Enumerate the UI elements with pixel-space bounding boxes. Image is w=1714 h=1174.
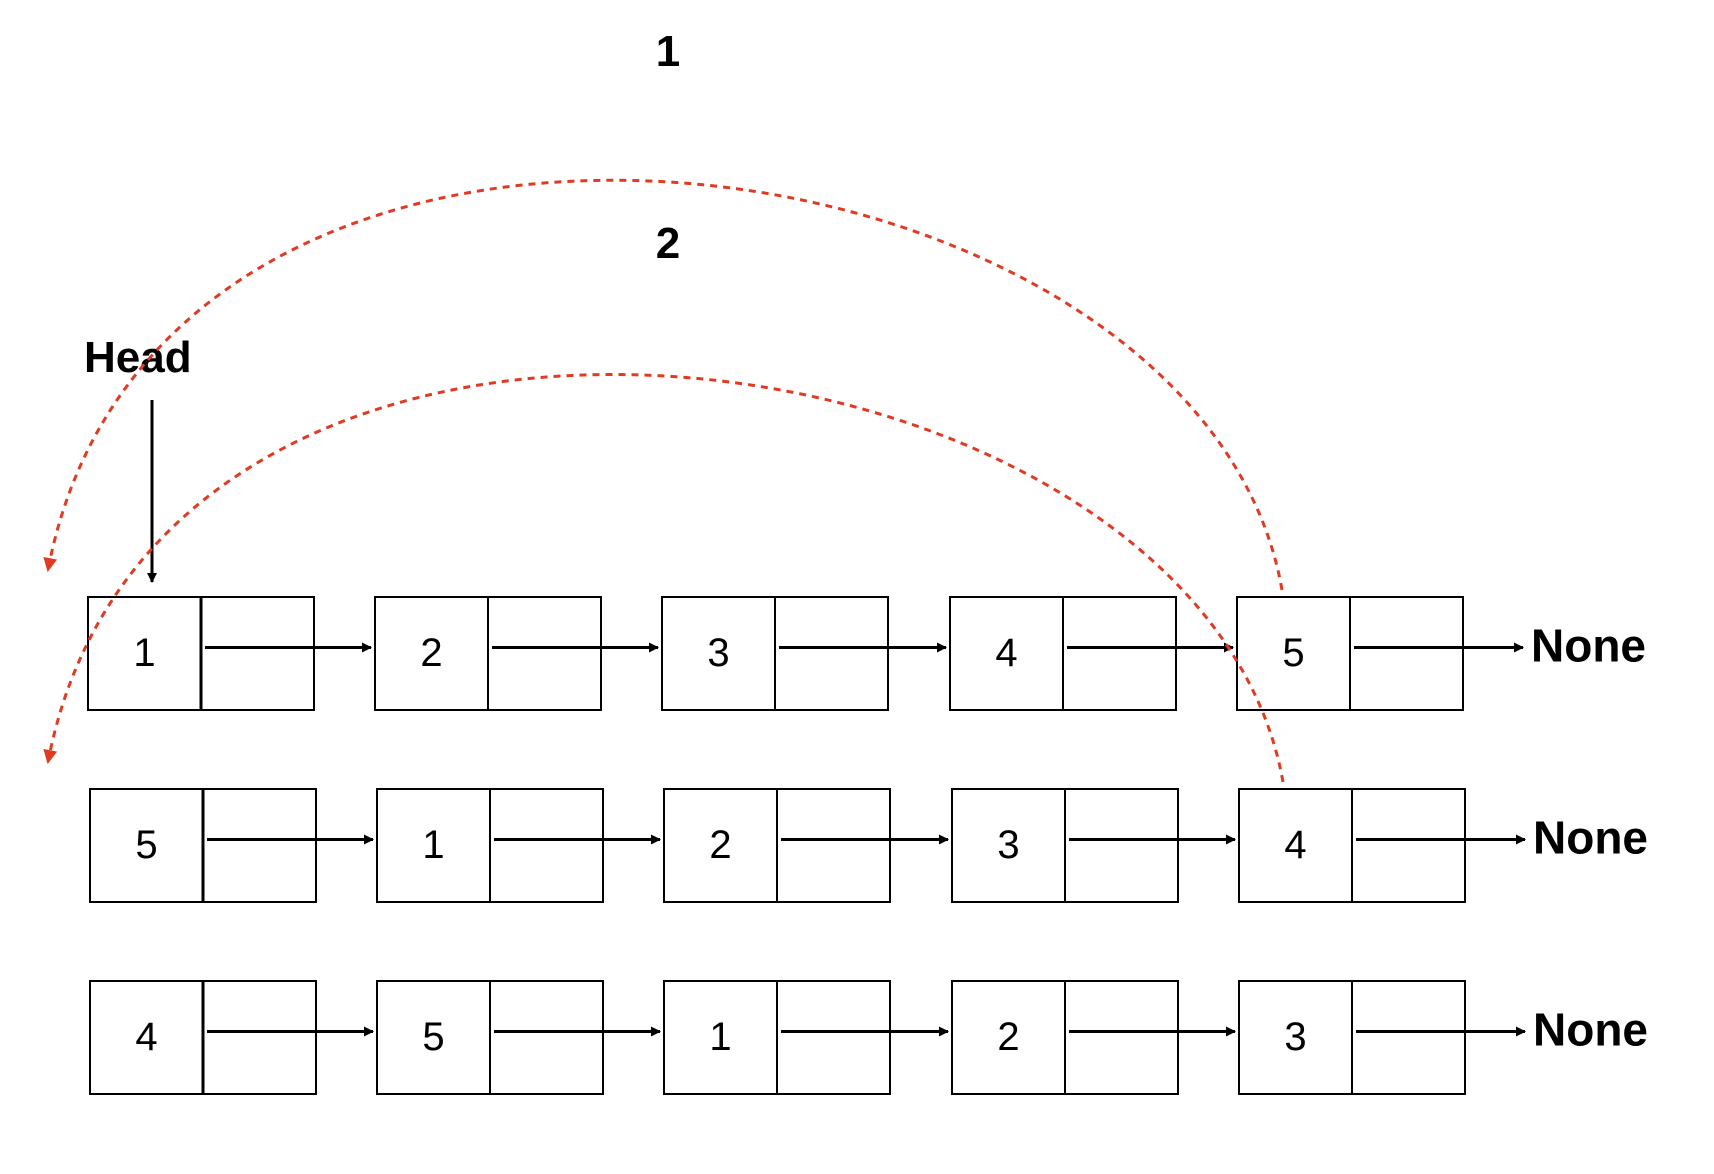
rotation-step-1-label: 1 — [656, 27, 680, 76]
node-value: 3 — [1284, 1015, 1306, 1059]
list-node: 5 — [376, 980, 604, 1095]
list-node: 2 — [663, 788, 891, 903]
node-value: 1 — [422, 823, 444, 867]
node-value: 1 — [709, 1015, 731, 1059]
list-node: 1 — [663, 980, 891, 1095]
node-value: 2 — [420, 631, 442, 675]
rotation-step-2-arc — [43, 373, 1285, 783]
node-value: 5 — [1282, 631, 1304, 675]
node-value: 2 — [709, 823, 731, 867]
list-row: 4 5 1 2 3 None — [89, 980, 1648, 1095]
node-value: 3 — [997, 823, 1019, 867]
node-value: 3 — [707, 631, 729, 675]
list-node: 4 — [1238, 788, 1466, 903]
none-terminator-label: None — [1533, 812, 1648, 864]
list-node: 3 — [1238, 980, 1466, 1095]
list-node: 2 — [374, 596, 602, 711]
list-node: 4 — [949, 596, 1177, 711]
head-label: Head — [84, 333, 192, 382]
node-value: 4 — [1284, 823, 1306, 867]
list-row: 1 2 3 4 5 None — [87, 596, 1646, 711]
node-value: 2 — [997, 1015, 1019, 1059]
list-node: 3 — [951, 788, 1179, 903]
none-terminator-label: None — [1531, 620, 1646, 672]
list-node: 1 — [376, 788, 604, 903]
node-value: 4 — [995, 631, 1017, 675]
node-value: 5 — [135, 823, 157, 867]
list-node: 5 — [89, 788, 317, 903]
rotation-step-1-arc — [43, 178, 1284, 591]
node-value: 4 — [135, 1015, 157, 1059]
list-node: 2 — [951, 980, 1179, 1095]
node-value: 1 — [133, 631, 155, 675]
none-terminator-label: None — [1533, 1004, 1648, 1056]
list-node: 3 — [661, 596, 889, 711]
list-node: 5 — [1236, 596, 1464, 711]
rotation-step-2-label: 2 — [656, 219, 680, 268]
list-row: 5 1 2 3 4 None — [89, 788, 1648, 903]
node-value: 5 — [422, 1015, 444, 1059]
list-node: 1 — [87, 596, 315, 711]
list-node: 4 — [89, 980, 317, 1095]
